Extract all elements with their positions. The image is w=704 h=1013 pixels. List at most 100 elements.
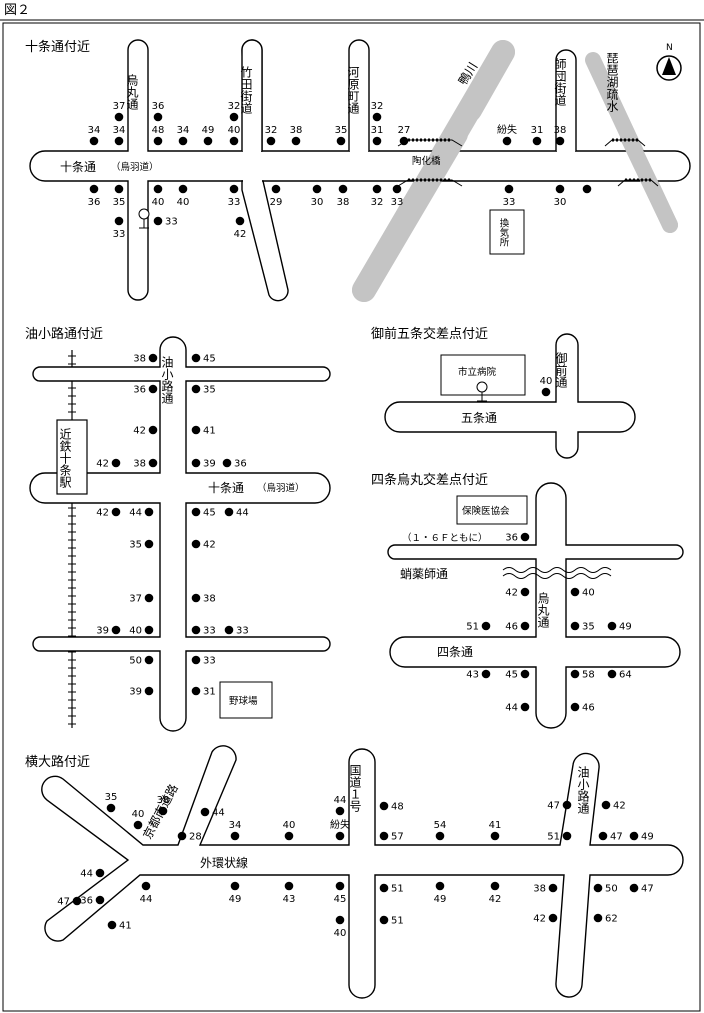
stop-dot [435,881,445,891]
stop-dot [548,883,558,893]
road-label-aburanokoji2: 油小路通 [576,766,590,814]
stop-dot [520,702,530,712]
stop-dot [144,686,154,696]
stop-dot [570,702,580,712]
station-box [56,419,88,495]
road-label-jujo-sub: （烏羽道） [111,161,159,173]
stop-label: 紛失 [330,818,350,831]
stop-dot [178,184,188,194]
section-title: 横大路付近 [25,754,90,770]
facility-box [489,209,525,255]
stop-dot [153,184,163,194]
stop-dot [114,216,124,226]
stop-dot [335,831,345,841]
stop-label: 51 [391,916,404,927]
stop-dot [481,621,491,631]
stop-label: 44 [334,795,347,806]
stop-label: 42 [613,801,626,812]
road-label-kokudo: 国道１号 [348,764,362,812]
stop-dot [570,669,580,679]
stop-label: 40 [540,376,553,387]
stop-dot [191,458,201,468]
stop-label: 38 [337,197,350,208]
stop-dot [224,625,234,635]
stop-dot [133,820,143,830]
stop-label: 36 [88,197,101,208]
road-karasuma-shijo [387,482,684,729]
stop-label: 46 [505,622,518,633]
road-label-shijo: 四条通 [437,645,473,659]
stop-label: 43 [283,894,296,905]
stop-label: 62 [605,914,618,925]
section-title: 油小路通付近 [25,326,103,342]
stop-dot [111,458,121,468]
stop-label: 40 [129,626,142,637]
stop-label: 44 [80,869,93,880]
stop-label: 35 [129,540,142,551]
stop-label: 33 [165,217,178,228]
stop-dot [235,216,245,226]
stop-dot [291,136,301,146]
stop-label: 42 [96,508,109,519]
map-frame [2,22,701,1012]
stop-label: 42 [203,540,216,551]
stop-dot [338,184,348,194]
stop-label: 28 [189,832,202,843]
stop-label: 40 [582,588,595,599]
stop-dot [191,625,201,635]
stop-label: 45 [203,354,216,365]
road-label-takoyakushi: 蛸薬師通 [400,567,448,581]
stop-dot [148,353,158,363]
stop-dot [191,507,201,517]
stop-dot [284,881,294,891]
stop-dot [191,655,201,665]
stop-label: 35 [582,622,595,633]
stop-dot [593,913,603,923]
road-aburanokoji [29,336,331,732]
stop-label: 30 [554,197,567,208]
stop-dot [229,136,239,146]
road-takeda-south [241,180,289,302]
stop-label: 38 [203,594,216,605]
stop-label: 36 [234,459,247,470]
stop-dot [548,913,558,923]
stop-dot [95,868,105,878]
stop-dot [95,895,105,905]
stop-label: 39 [203,459,216,470]
stop-dot [191,384,201,394]
facility-box [219,681,273,719]
stop-dot [399,136,409,146]
stop-dot [144,507,154,517]
stop-label: 44 [140,894,153,905]
stop-label: 35 [335,125,348,136]
stop-label: 44 [505,703,518,714]
bus-stop-icon [476,381,488,402]
stop-dot [106,803,116,813]
stop-label: 49 [229,894,242,905]
stop-label: 31 [531,125,544,136]
stop-dot [504,184,514,194]
north-label: N [666,43,673,53]
stop-dot [335,915,345,925]
stop-dot [177,831,187,841]
stop-label: 32 [371,197,384,208]
stop-label: 41 [489,820,502,831]
stop-label: 35 [203,385,216,396]
road-karasuma-jujo [29,39,691,301]
stop-label: 33 [236,626,249,637]
stop-label: 40 [283,820,296,831]
section-yokooji: 横大路付近 外環状線 国道１号 油小路通 京都南道路 [25,745,684,999]
stop-label: 33 [391,197,404,208]
road-gojo [384,333,636,459]
stop-label: 38 [157,795,170,806]
stop-dot [562,831,572,841]
stop-dot [598,831,608,841]
stop-dot [593,883,603,893]
stop-label: 34 [88,125,101,136]
stop-dot [229,184,239,194]
stop-dot [435,831,445,841]
stop-label: 47 [57,897,70,908]
stop-dot [562,800,572,810]
stop-label: 37 [129,594,142,605]
stop-label: 35 [113,197,126,208]
